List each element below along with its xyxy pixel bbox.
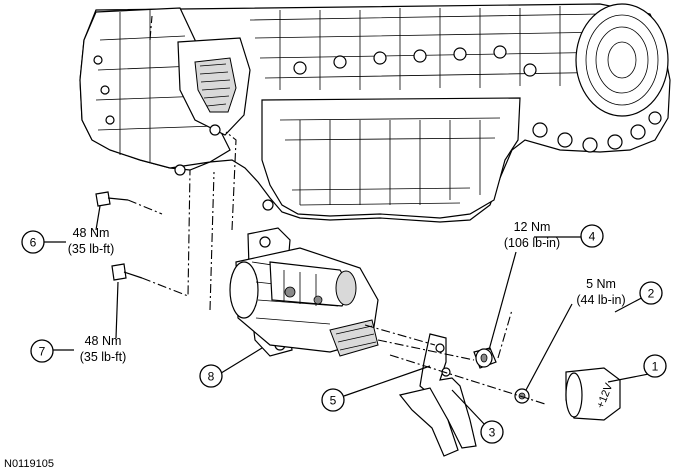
starter-bolt-hole-upper	[262, 199, 274, 211]
svg-text:6: 6	[30, 236, 37, 250]
flywheel-opening	[177, 37, 251, 136]
torque-label-7: 48 Nm (35 lb-ft)	[80, 334, 127, 364]
svg-text:(35 lb-ft): (35 lb-ft)	[68, 242, 115, 256]
callout-7: 7	[30, 339, 54, 363]
svg-text:2: 2	[648, 287, 655, 301]
torque-label-6: 48 Nm (35 lb-ft)	[68, 226, 115, 256]
svg-text:(35 lb-ft): (35 lb-ft)	[80, 350, 127, 364]
svg-text:12 Nm: 12 Nm	[514, 220, 551, 234]
svg-text:48 Nm: 48 Nm	[73, 226, 110, 240]
starter-bolt-hole-lower	[174, 164, 186, 176]
svg-text:3: 3	[489, 426, 496, 440]
callout-5: 5	[321, 388, 345, 412]
svg-text:4: 4	[589, 230, 596, 244]
figure-reference-id: N0119105	[4, 458, 54, 470]
callout-3: 3	[480, 420, 504, 444]
torque-label-2: 5 Nm (44 lb-in)	[576, 277, 625, 307]
bolt-upper	[95, 191, 129, 207]
battery-connector: +12V	[565, 367, 621, 421]
svg-text:1: 1	[652, 360, 659, 374]
nut-12nm	[473, 347, 497, 369]
svg-text:5: 5	[330, 394, 337, 408]
alignment-lines	[127, 15, 546, 405]
crank-pulley	[575, 3, 669, 117]
svg-text:8: 8	[208, 370, 215, 384]
engine-bolt-row	[293, 45, 662, 153]
callout-4: 4	[580, 224, 604, 248]
nut-5nm	[514, 388, 530, 404]
wiring-bracket	[398, 333, 477, 457]
torque-label-4: 12 Nm (106 lb-in)	[504, 220, 560, 250]
bolt-lower	[111, 263, 143, 281]
callout-6: 6	[21, 230, 45, 254]
callout-8: 8	[199, 364, 223, 388]
callout-1: 1	[643, 354, 667, 378]
engine-block-illustration	[79, 3, 671, 223]
svg-text:(106 lb-in): (106 lb-in)	[504, 236, 560, 250]
svg-text:(44 lb-in): (44 lb-in)	[576, 293, 625, 307]
starter-motor	[229, 227, 379, 357]
callout-2: 2	[639, 281, 663, 305]
svg-text:48 Nm: 48 Nm	[85, 334, 122, 348]
svg-text:7: 7	[39, 345, 46, 359]
svg-text:5 Nm: 5 Nm	[586, 277, 616, 291]
